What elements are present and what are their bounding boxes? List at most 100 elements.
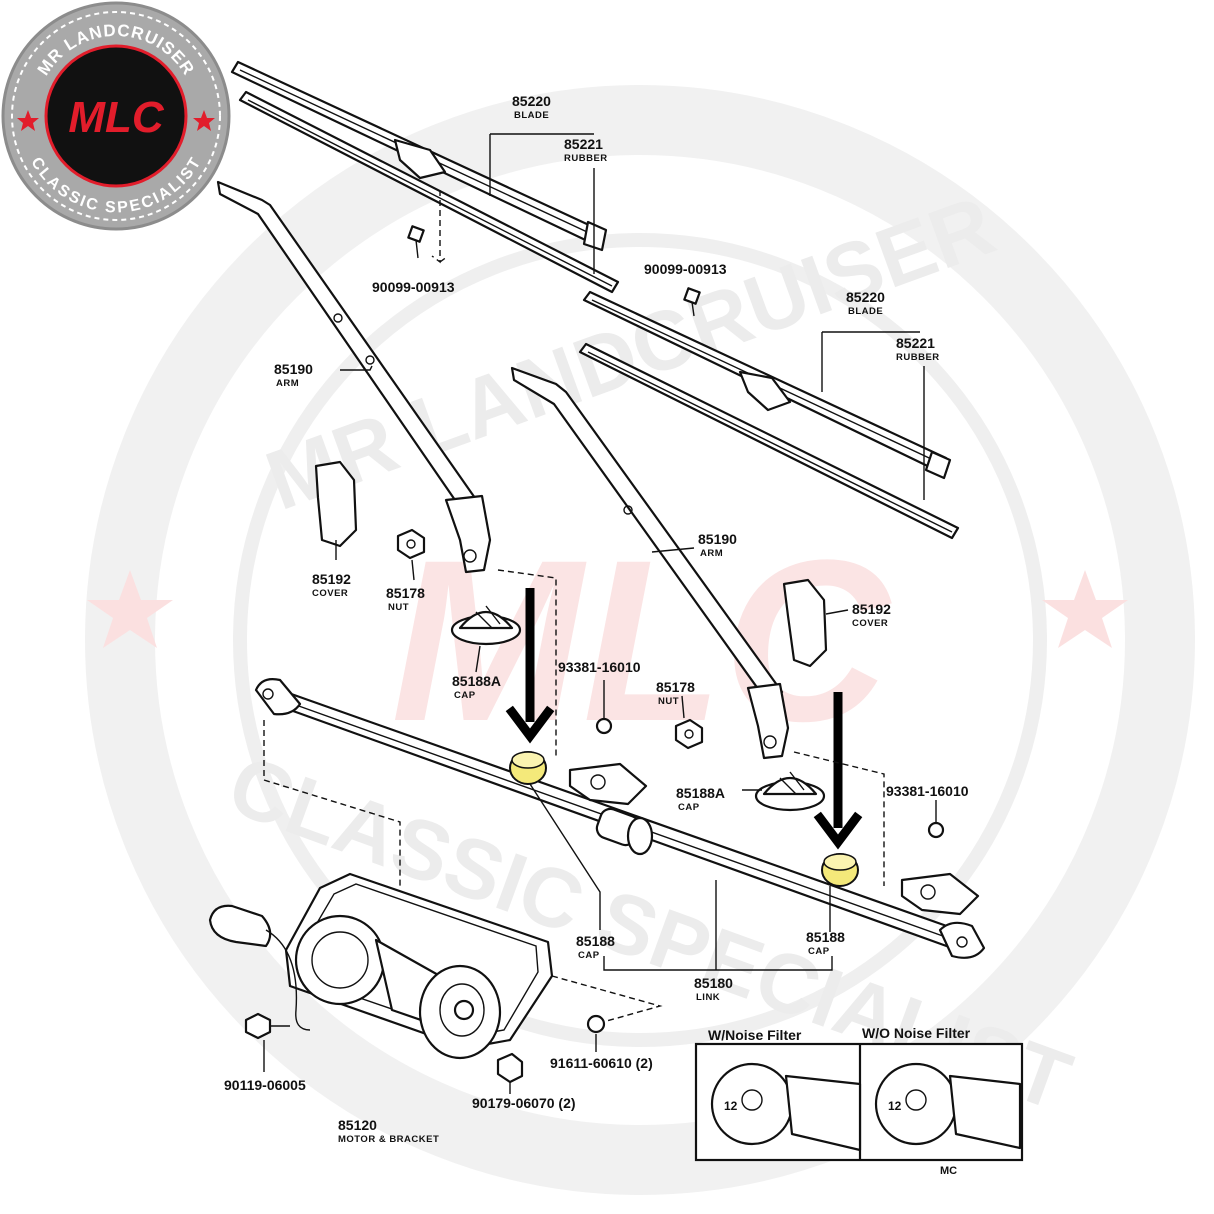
- svg-text:85221: 85221: [896, 335, 935, 351]
- arrow-down-right-icon: [813, 692, 863, 850]
- link-assembly: [254, 678, 986, 959]
- blade-left: [230, 60, 608, 252]
- svg-text:RUBBER: RUBBER: [896, 352, 940, 363]
- label-arm-right: 85190 ARM: [698, 531, 737, 559]
- rubber-right: [578, 342, 960, 540]
- inset-left-title: W/Noise Filter: [708, 1027, 802, 1043]
- label-nut-left: 85178 NUT: [386, 585, 425, 613]
- inset-left-motor: 12: [710, 1062, 862, 1152]
- svg-text:85188A: 85188A: [676, 785, 725, 801]
- label-washer-left: 93381-16010: [558, 659, 641, 675]
- brand-logo: MR LANDCRUISER CLASSIC SPECIALIST MLC: [1, 1, 231, 231]
- leader-screw-left: [431, 190, 449, 264]
- blade-right: [582, 290, 952, 480]
- label-cap-a-left: 85188A CAP: [452, 673, 501, 701]
- label-nut-motor: 90179-06070 (2): [472, 1095, 576, 1111]
- cover-left: [314, 460, 358, 548]
- logo-mark: MLC: [68, 93, 165, 142]
- svg-text:CAP: CAP: [678, 802, 700, 813]
- screw-left: [407, 225, 425, 259]
- svg-text:CAP: CAP: [808, 946, 830, 957]
- inset-right-motor: 12: [874, 1062, 1022, 1150]
- svg-text:MOTOR & BRACKET: MOTOR & BRACKET: [338, 1134, 439, 1145]
- svg-text:COVER: COVER: [852, 618, 888, 629]
- label-screw-right: 90099-00913: [644, 261, 727, 277]
- svg-text:85188: 85188: [806, 929, 845, 945]
- svg-text:12: 12: [888, 1099, 902, 1113]
- svg-text:85120: 85120: [338, 1117, 377, 1133]
- svg-text:85192: 85192: [312, 571, 351, 587]
- svg-text:BLADE: BLADE: [848, 306, 883, 317]
- washer-right: [927, 800, 945, 839]
- svg-text:BLADE: BLADE: [514, 110, 549, 121]
- label-cap-a-right: 85188A CAP: [676, 785, 725, 813]
- watermark-star-right: [1042, 570, 1128, 648]
- arm-right: [510, 366, 790, 760]
- label-cap-left: 85188 CAP: [576, 933, 615, 961]
- label-rubber-right: 85221 RUBBER: [896, 335, 940, 363]
- svg-text:ARM: ARM: [276, 378, 299, 389]
- screw-right: [683, 287, 701, 317]
- svg-text:85180: 85180: [694, 975, 733, 991]
- svg-text:85178: 85178: [656, 679, 695, 695]
- leader-motor-washer: [551, 975, 663, 1025]
- logo-star-left-icon: [17, 110, 39, 131]
- label-blade-right: 85220 BLADE: [846, 289, 885, 317]
- svg-text:NUT: NUT: [658, 696, 679, 707]
- leader-motor-link: [263, 720, 401, 888]
- label-nut-right: 85178 NUT: [656, 679, 695, 707]
- cap-a-right: [754, 771, 826, 812]
- motor-bracket: [208, 872, 554, 1060]
- svg-text:LINK: LINK: [696, 992, 720, 1003]
- label-link: 85180 LINK: [694, 975, 733, 1003]
- nut-left: [396, 528, 426, 560]
- inset-right-title: W/O Noise Filter: [862, 1025, 971, 1041]
- cap-a-left: [450, 605, 522, 646]
- label-cover-right: 85192 COVER: [852, 601, 891, 629]
- nut-right: [674, 718, 704, 750]
- watermark-star-left: [87, 570, 173, 648]
- svg-text:85188A: 85188A: [452, 673, 501, 689]
- svg-text:CAP: CAP: [578, 950, 600, 961]
- svg-text:85220: 85220: [512, 93, 551, 109]
- label-screw-left: 90099-00913: [372, 279, 455, 295]
- arm-left: [216, 180, 492, 574]
- logo-disc: [44, 44, 188, 188]
- svg-text:85192: 85192: [852, 601, 891, 617]
- svg-text:12: 12: [724, 1099, 738, 1113]
- inset-footer: MC: [940, 1165, 957, 1177]
- svg-text:85188: 85188: [576, 933, 615, 949]
- svg-text:NUT: NUT: [388, 602, 409, 613]
- label-washer-motor: 91611-60610 (2): [550, 1055, 653, 1071]
- svg-text:85190: 85190: [698, 531, 737, 547]
- arrow-down-left-icon: [505, 588, 555, 744]
- label-cap-right: 85188 CAP: [806, 929, 845, 957]
- label-motor: 85120 MOTOR & BRACKET: [338, 1117, 439, 1145]
- washer-left: [595, 680, 613, 735]
- leader-lines: [335, 133, 925, 971]
- label-blade-left: 85220 BLADE: [512, 93, 551, 121]
- cap-right-highlight: [821, 853, 859, 887]
- label-washer-right: 93381-16010: [886, 783, 969, 799]
- svg-text:RUBBER: RUBBER: [564, 153, 608, 164]
- washer-motor: [586, 1014, 606, 1052]
- svg-text:85221: 85221: [564, 136, 603, 152]
- logo-star-right-icon: [193, 110, 215, 131]
- label-rubber-left: 85221 RUBBER: [564, 136, 608, 164]
- bolt-motor: [244, 1012, 290, 1072]
- svg-text:CAP: CAP: [454, 690, 476, 701]
- label-arm-left: 85190 ARM: [274, 361, 313, 389]
- label-bolt-motor: 90119-06005: [224, 1077, 306, 1093]
- label-cover-left: 85192 COVER: [312, 571, 351, 599]
- watermark: MR LANDCRUISER CLASSIC SPECIALIST MLC: [85, 85, 1195, 1195]
- nut-motor: [496, 1052, 524, 1094]
- svg-text:COVER: COVER: [312, 588, 348, 599]
- svg-text:85220: 85220: [846, 289, 885, 305]
- inset-panel: W/Noise Filter W/O Noise Filter 12 12 MC: [694, 1025, 1024, 1177]
- cap-left-highlight: [509, 751, 547, 785]
- svg-text:85190: 85190: [274, 361, 313, 377]
- cover-right: [782, 578, 828, 668]
- svg-text:85178: 85178: [386, 585, 425, 601]
